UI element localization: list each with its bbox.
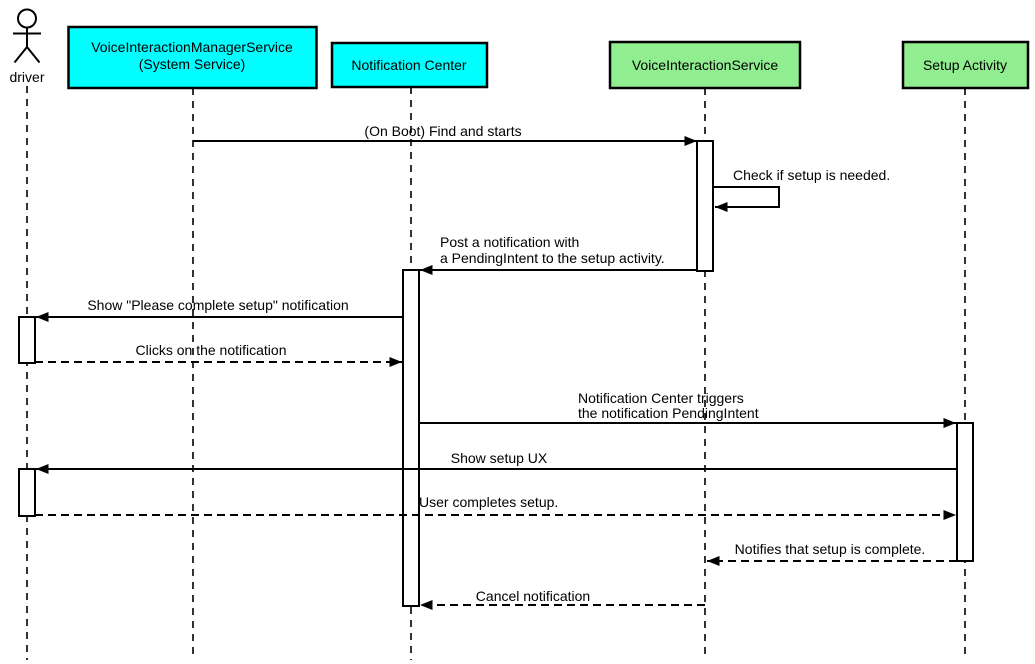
participant-setup-activity: Setup Activity — [901, 40, 1030, 90]
message-clicks-on-notification: Clicks on the notification — [35, 342, 402, 367]
message-label-line2: a PendingIntent to the setup activity. — [440, 250, 665, 266]
message-label: Notifies that setup is complete. — [735, 541, 926, 557]
message-label-line1: Post a notification with — [440, 234, 579, 250]
message-label: Clicks on the notification — [136, 342, 287, 358]
message-check-if-setup-needed: Check if setup is needed. — [713, 167, 890, 212]
message-label-line1: Notification Center triggers — [578, 390, 744, 406]
message-label: Check if setup is needed. — [733, 167, 890, 183]
message-label: Show "Please complete setup" notificatio… — [87, 297, 348, 313]
messages: (On Boot) Find and starts Check if setup… — [35, 123, 957, 610]
participant-label-line1: VoiceInteractionManagerService — [91, 39, 293, 55]
message-label: (On Boot) Find and starts — [364, 123, 521, 139]
message-notifies-setup-complete: Notifies that setup is complete. — [707, 541, 957, 566]
participant-voice-interaction-manager-service: VoiceInteractionManagerService (System S… — [67, 25, 318, 90]
participant-box — [330, 41, 489, 89]
message-on-boot-find-and-starts: (On Boot) Find and starts — [193, 123, 697, 146]
message-post-notification: Post a notification with a PendingIntent… — [420, 234, 697, 275]
participant-label: Setup Activity — [923, 57, 1007, 73]
activation-bar-setup-activity — [956, 422, 974, 562]
activation-bar-voice-interaction-service — [696, 140, 714, 272]
message-show-please-complete-setup: Show "Please complete setup" notificatio… — [36, 297, 403, 322]
participant-box — [901, 40, 1030, 90]
message-label-line2: the notification PendingIntent — [578, 405, 759, 421]
actor-driver: driver — [9, 8, 45, 85]
message-label: Cancel notification — [476, 588, 590, 604]
message-show-setup-ux: Show setup UX — [36, 450, 957, 474]
actor-head — [17, 8, 37, 29]
activation-bars — [18, 140, 974, 607]
participant-voice-interaction-service: VoiceInteractionService — [608, 40, 802, 90]
message-self-arrow — [713, 186, 780, 212]
message-cancel-notification: Cancel notification — [420, 588, 705, 610]
message-user-completes-setup: User completes setup. — [35, 494, 956, 520]
participant-box — [67, 25, 318, 90]
message-label: Show setup UX — [451, 450, 548, 466]
message-triggers-pending-intent: Notification Center triggers the notific… — [419, 390, 956, 428]
participant-notification-center: Notification Center — [330, 41, 489, 89]
participant-box — [608, 40, 802, 90]
activation-bar-driver-2 — [18, 468, 36, 517]
actor-leg-right — [26, 46, 41, 64]
participant-label: Notification Center — [351, 57, 467, 73]
participant-label: VoiceInteractionService — [632, 57, 779, 73]
activation-bar-notification-center — [402, 269, 420, 607]
actor-leg-left — [13, 46, 28, 64]
actor-label: driver — [9, 69, 44, 85]
activation-bar-driver-1 — [18, 316, 36, 364]
message-label: User completes setup. — [419, 494, 558, 510]
participants: VoiceInteractionManagerService (System S… — [67, 25, 1030, 90]
participant-label-line2: (System Service) — [139, 56, 246, 72]
